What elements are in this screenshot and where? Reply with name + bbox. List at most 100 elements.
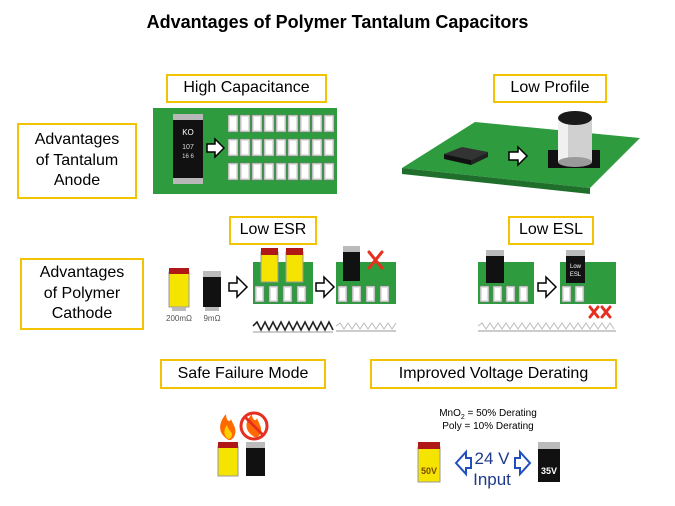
high-esr-spring-icon <box>252 320 334 333</box>
ceramic-chip <box>275 138 287 157</box>
polymer-cathode-label: Advantages of Polymer Cathode <box>20 258 144 330</box>
arrow-right-icon <box>315 275 336 299</box>
black-polymer-capacitor <box>203 271 221 311</box>
ceramic-chip <box>239 138 251 157</box>
low-esl-capacitor: Low ESL <box>566 250 585 283</box>
mno2-derating-text: MnO2 = 50% Derating <box>439 408 537 421</box>
arrow-right-icon <box>537 275 558 299</box>
ceramic-chip <box>282 285 293 303</box>
ceramic-chip-row <box>479 285 529 303</box>
no-flame-icon <box>239 411 269 441</box>
high-capacitance-label: High Capacitance <box>166 74 327 103</box>
ceramic-chip <box>574 285 585 303</box>
ceramic-chip <box>561 285 572 303</box>
ceramic-chip <box>323 114 335 133</box>
ceramic-chip <box>251 138 263 157</box>
esl-marking-line1: Low <box>570 264 582 270</box>
ceramic-chip <box>323 162 335 181</box>
ceramic-chip-row <box>561 285 585 303</box>
ceramic-chip <box>275 114 287 133</box>
ceramic-chip <box>337 285 348 303</box>
ceramic-chip <box>254 285 265 303</box>
ceramic-chip <box>479 285 490 303</box>
spring-zigzag <box>477 322 615 330</box>
yellow-capacitor <box>217 442 239 477</box>
ceramic-chip <box>311 114 323 133</box>
ceramic-chip <box>287 138 299 157</box>
ceramic-chip <box>299 114 311 133</box>
red-x-icon <box>367 250 384 270</box>
flat-chip-capacitor <box>444 147 488 165</box>
ceramic-chip <box>518 285 529 303</box>
esr-value-black: 9mΩ <box>203 314 220 323</box>
large-tantalum-capacitor: KO 107 16 6 <box>173 114 203 184</box>
ceramic-chip <box>227 114 239 133</box>
ceramic-chip <box>239 114 251 133</box>
ceramic-chip <box>268 285 279 303</box>
input-voltage-value: 24 V <box>475 449 511 468</box>
ceramic-chip <box>239 162 251 181</box>
ceramic-chip <box>287 114 299 133</box>
page-title: Advantages of Polymer Tantalum Capacitor… <box>146 12 529 32</box>
black-capacitor-single <box>343 246 360 281</box>
low-profile-label: Low Profile <box>493 74 607 103</box>
ceramic-chip <box>351 285 362 303</box>
yellow-capacitor-pair <box>260 248 304 283</box>
ceramic-chip <box>365 285 376 303</box>
capacitor-right-voltage: 35V <box>541 466 557 476</box>
ceramic-chip <box>287 162 299 181</box>
spring-zigzag <box>252 320 334 332</box>
black-capacitor <box>246 442 265 476</box>
ceramic-chip <box>379 285 390 303</box>
ceramic-chip-row <box>337 285 390 303</box>
esr-value-yellow: 200mΩ <box>166 314 192 323</box>
esl-spring-icon <box>477 322 616 332</box>
ceramic-chip <box>275 162 287 181</box>
ceramic-chip <box>311 162 323 181</box>
flame-icon <box>220 414 236 441</box>
arrow-right-icon <box>514 449 532 477</box>
ceramic-chip <box>299 138 311 157</box>
input-voltage-label: Input <box>473 470 511 489</box>
ceramic-chip <box>251 162 263 181</box>
arrow-right-icon <box>228 275 249 299</box>
50v-capacitor: 50V <box>417 442 441 483</box>
ceramic-chip <box>263 162 275 181</box>
ceramic-chip <box>492 285 503 303</box>
ceramic-chip <box>227 162 239 181</box>
yellow-tantalum-capacitor <box>168 268 190 311</box>
capacitor-code2: 16 6 <box>182 154 194 160</box>
low-esr-label: Low ESR <box>229 216 317 245</box>
esl-marking-line2: ESL <box>570 272 582 278</box>
capacitor-code: 107 <box>182 144 194 151</box>
poly-derating-text: Poly = 10% Derating <box>442 421 534 432</box>
ceramic-chip <box>296 285 307 303</box>
ceramic-chip <box>311 138 323 157</box>
black-capacitor <box>486 250 504 283</box>
ceramic-chip <box>505 285 516 303</box>
ceramic-chip-row <box>254 285 307 303</box>
arrow-left-icon <box>454 449 472 477</box>
ceramic-chip <box>227 138 239 157</box>
tall-electrolytic-capacitor <box>548 111 600 168</box>
capacitor-left-voltage: 50V <box>421 466 437 476</box>
spring-zigzag <box>335 322 397 330</box>
ceramic-chip <box>323 138 335 157</box>
ceramic-chip <box>263 138 275 157</box>
voltage-derating-label: Improved Voltage Derating <box>370 359 617 389</box>
tantalum-anode-label: Advantages of Tantalum Anode <box>17 123 137 199</box>
low-esr-spring-icon <box>335 322 397 332</box>
red-x-icon <box>588 305 612 319</box>
ceramic-chip <box>263 114 275 133</box>
35v-capacitor: 35V <box>538 442 560 482</box>
ceramic-chip-grid <box>227 114 335 181</box>
ceramic-chip <box>251 114 263 133</box>
arrow-right-icon <box>206 137 226 159</box>
arrow-right-icon <box>508 145 529 167</box>
